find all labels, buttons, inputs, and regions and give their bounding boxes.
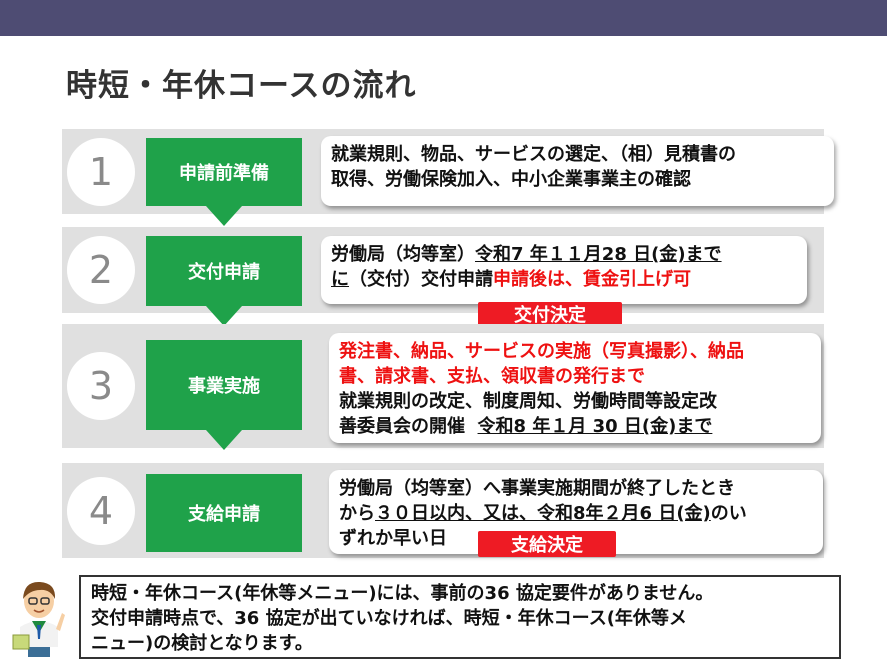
note-line-1: 時短・年休コース(年休等メニュー)には、事前の36 協定要件がありません。 — [91, 583, 714, 604]
step-arrow-2 — [206, 306, 242, 326]
note-line-3: ニュー)の検討となります。 — [91, 633, 313, 654]
step-4-from: から — [339, 503, 375, 524]
step-number-3: 3 — [67, 352, 135, 420]
step-1-line-1: 就業規則、物品、サービスの選定、（相）見積書の — [331, 144, 736, 165]
step-number-2: 2 — [67, 236, 135, 304]
step-1-line-2: 取得、労働保険加入、中小企業事業主の確認 — [331, 169, 691, 190]
step-arrow-3 — [206, 430, 242, 450]
note-line-2: 交付申請時点で、36 協定が出ていなければ、時短・年休コース(年休等メ — [91, 608, 687, 629]
step-3-deadline: 令和8 年１月 30 日(金)まで — [477, 416, 713, 437]
step-number-4: 4 — [67, 477, 135, 545]
step-2-office: 労働局（均等室） — [331, 244, 475, 265]
step-description-2: 労働局（均等室）令和7 年１１月28 日(金)まで に（交付）交付申請申請後は、… — [321, 236, 807, 304]
step-3-red-line-1: 発注書、納品、サービスの実施（写真撮影）、納品 — [339, 341, 744, 362]
step-description-1: 就業規則、物品、サービスの選定、（相）見積書の 取得、労働保険加入、中小企業事業… — [321, 136, 834, 206]
step-label-4: 支給申請 — [146, 474, 302, 552]
step-3-committee: 善委員会の開催 — [339, 416, 465, 437]
step-4-line-3: ずれか早い日 — [339, 528, 447, 549]
top-bar — [0, 0, 887, 36]
step-3-line-3: 就業規則の改定、制度周知、労働時間等設定改 — [339, 391, 717, 412]
note-box: 時短・年休コース(年休等メニュー)には、事前の36 協定要件がありません。 交付… — [79, 575, 841, 659]
step-3-red-line-2: 書、請求書、支払、領収書の発行まで — [339, 366, 645, 387]
step-number-1: 1 — [67, 138, 135, 206]
page-title: 時短・年休コースの流れ — [66, 68, 417, 104]
step-2-deadline: 令和7 年１１月28 日(金)まで — [475, 244, 722, 265]
step-arrow-1 — [206, 206, 242, 226]
step-label-2: 交付申請 — [146, 236, 302, 306]
payment-decision-badge: 支給決定 — [478, 531, 616, 557]
step-2-ni: に — [331, 269, 349, 290]
step-2-wage-note: 申請後は、賃金引上げ可 — [493, 269, 691, 290]
step-4-line-1: 労働局（均等室）へ事業実施期間が終了したとき — [339, 478, 735, 499]
step-4-or: のい — [710, 503, 747, 524]
step-label-3: 事業実施 — [146, 340, 302, 430]
step-label-1: 申請前準備 — [146, 138, 302, 206]
step-4-deadline: ３０日以内、又は、令和8年２月6 日(金) — [375, 503, 711, 524]
person-pointing-icon — [12, 581, 65, 657]
grant-decision-badge: 交付決定 — [478, 302, 622, 326]
step-description-3: 発注書、納品、サービスの実施（写真撮影）、納品 書、請求書、支払、領収書の発行ま… — [329, 333, 821, 443]
step-2-apply: （交付）交付申請 — [349, 269, 493, 290]
